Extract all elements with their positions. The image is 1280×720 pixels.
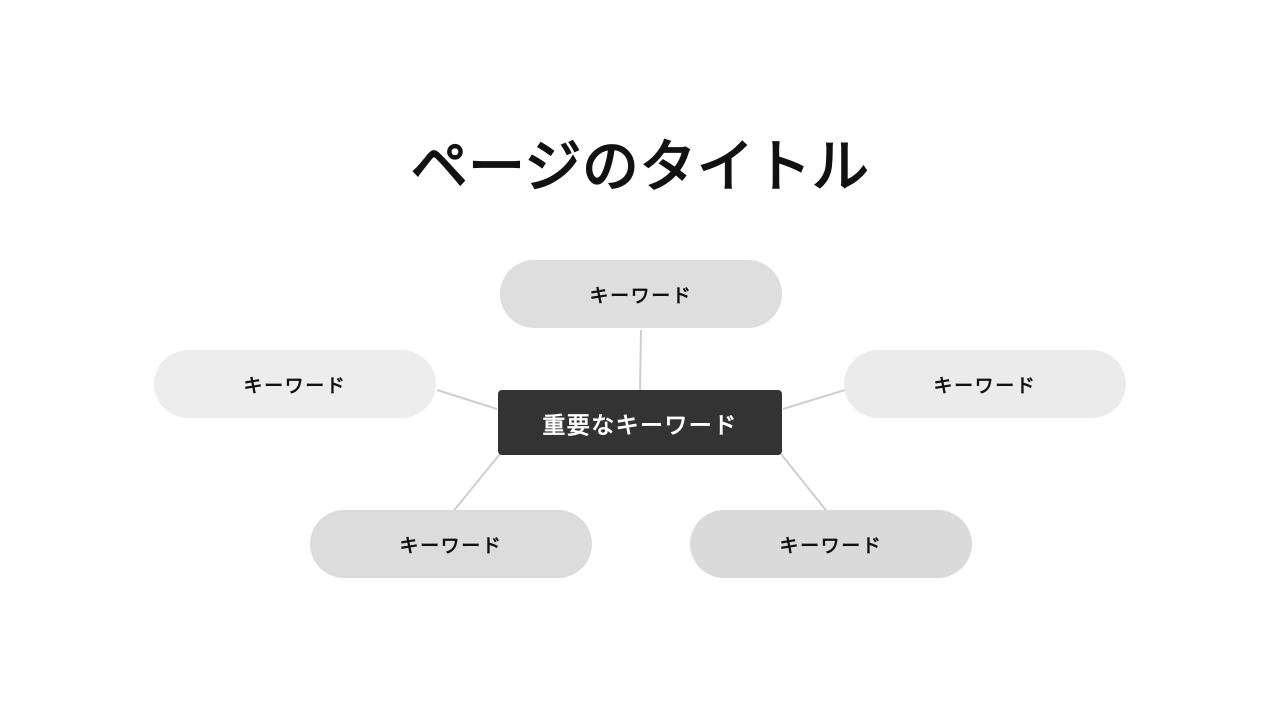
branch-node-bottom-left-label: キーワード: [399, 535, 503, 557]
branch-node-bottom-right[interactable]: キーワード: [690, 510, 972, 578]
connector-center-to-top: [639, 329, 642, 393]
center-node[interactable]: 重要なキーワード: [498, 390, 782, 455]
page-title: ページのタイトル: [410, 135, 870, 199]
branch-node-right[interactable]: キーワード: [844, 350, 1126, 418]
branch-node-bottom-right-label: キーワード: [779, 535, 883, 557]
center-node-label: 重要なキーワード: [542, 411, 738, 438]
branch-node-bottom-left[interactable]: キーワード: [310, 510, 592, 578]
branch-node-right-label: キーワード: [933, 375, 1037, 397]
branch-node-left-label: キーワード: [243, 375, 347, 397]
branch-node-left[interactable]: キーワード: [154, 350, 436, 418]
branch-node-top[interactable]: キーワード: [500, 260, 782, 328]
connector-center-to-left: [436, 389, 498, 410]
connector-center-to-right: [782, 389, 846, 410]
branch-node-top-label: キーワード: [589, 285, 693, 307]
